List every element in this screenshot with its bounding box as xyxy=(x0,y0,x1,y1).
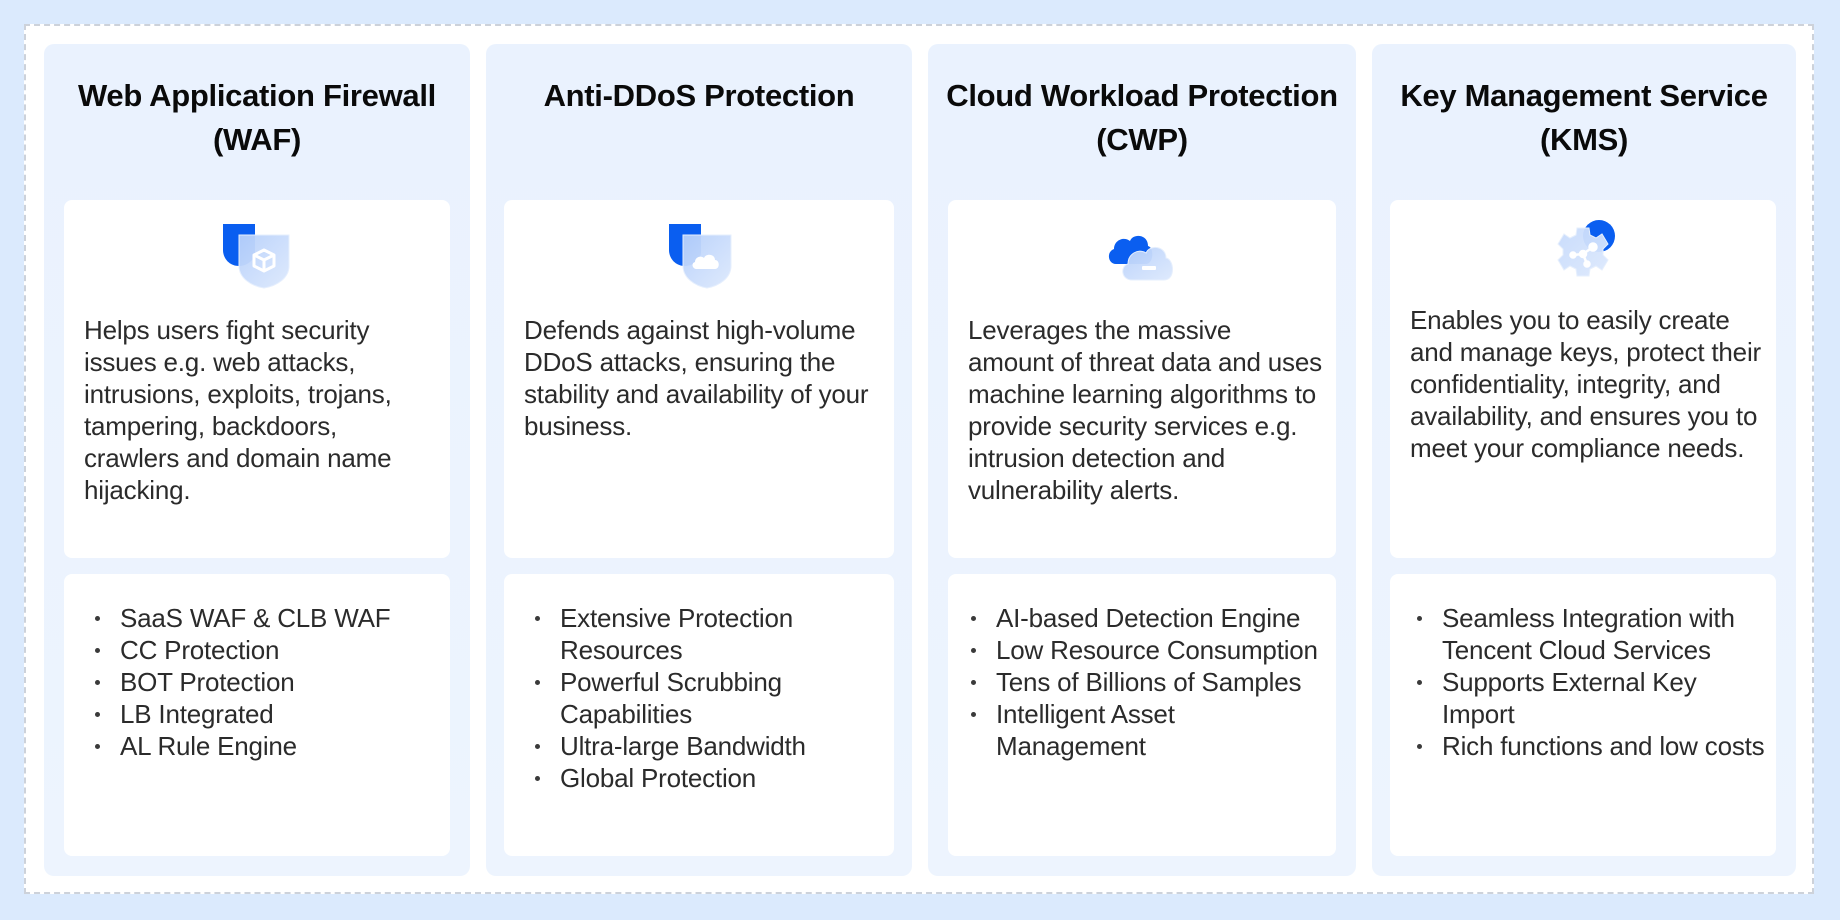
bullet-icon xyxy=(971,648,976,653)
product-description: Defends against high-volume DDoS attacks… xyxy=(524,315,869,441)
bullet-icon xyxy=(95,712,100,717)
product-description: Enables you to easily create and manage … xyxy=(1410,305,1761,463)
feature-item: LB Integrated xyxy=(84,698,442,730)
feature-item: Supports External Key Import xyxy=(1406,666,1768,730)
product-column-cwp: Cloud Workload Protection (CWP) Leverage… xyxy=(928,44,1356,876)
bullet-icon xyxy=(535,776,540,781)
product-title: Key Management Service (KMS) xyxy=(1400,78,1768,157)
feature-item: CC Protection xyxy=(84,634,442,666)
gear-share-icon xyxy=(1547,218,1619,286)
bullet-icon xyxy=(971,680,976,685)
bullet-icon xyxy=(535,680,540,685)
feature-item: Powerful Scrubbing Capabilities xyxy=(524,666,886,730)
feature-list: AI-based Detection Engine Low Resource C… xyxy=(960,602,1328,762)
feature-item: Intelligent Asset Management xyxy=(960,698,1328,762)
product-description-card: Enables you to easily create and manage … xyxy=(1390,200,1776,558)
feature-list: SaaS WAF & CLB WAF CC Protection BOT Pro… xyxy=(84,602,442,762)
feature-item: Rich functions and low costs xyxy=(1406,730,1768,762)
feature-item: Extensive Protection Resources xyxy=(524,602,886,666)
bullet-icon xyxy=(1417,680,1422,685)
shield-cloud-icon xyxy=(663,222,735,290)
bullet-icon xyxy=(535,616,540,621)
bullet-icon xyxy=(971,616,976,621)
bullet-icon xyxy=(535,744,540,749)
product-column-kms: Key Management Service (KMS) xyxy=(1372,44,1796,876)
product-description-card: Helps users fight security issues e.g. w… xyxy=(64,200,450,558)
bullet-icon xyxy=(95,648,100,653)
bullet-icon xyxy=(95,616,100,621)
product-description-card: Defends against high-volume DDoS attacks… xyxy=(504,200,894,558)
feature-item: Ultra-large Bandwidth xyxy=(524,730,886,762)
product-features-card: SaaS WAF & CLB WAF CC Protection BOT Pro… xyxy=(64,574,450,856)
product-features-card: Extensive Protection Resources Powerful … xyxy=(504,574,894,856)
bullet-icon xyxy=(95,680,100,685)
feature-list: Seamless Integration with Tencent Cloud … xyxy=(1406,602,1768,762)
bullet-icon xyxy=(95,744,100,749)
product-title: Anti-DDoS Protection xyxy=(543,78,855,113)
feature-item: Seamless Integration with Tencent Cloud … xyxy=(1406,602,1768,666)
feature-item: Global Protection xyxy=(524,762,886,794)
feature-item: Low Resource Consumption xyxy=(960,634,1328,666)
feature-list: Extensive Protection Resources Powerful … xyxy=(524,602,886,794)
shield-cube-icon xyxy=(221,222,293,290)
feature-item: AI-based Detection Engine xyxy=(960,602,1328,634)
bullet-icon xyxy=(971,712,976,717)
product-column-anti-ddos: Anti-DDoS Protection Defends against hig… xyxy=(486,44,912,876)
product-title: Cloud Workload Protection (CWP) xyxy=(946,78,1338,157)
product-column-waf: Web Application Firewall (WAF) Helps use… xyxy=(44,44,470,876)
feature-item: Tens of Billions of Samples xyxy=(960,666,1328,698)
product-features-card: Seamless Integration with Tencent Cloud … xyxy=(1390,574,1776,856)
product-features-card: AI-based Detection Engine Low Resource C… xyxy=(948,574,1336,856)
cloud-minus-icon xyxy=(1106,222,1178,290)
feature-item: AL Rule Engine xyxy=(84,730,442,762)
feature-item: BOT Protection xyxy=(84,666,442,698)
bullet-icon xyxy=(1417,744,1422,749)
feature-item: SaaS WAF & CLB WAF xyxy=(84,602,442,634)
product-title: Web Application Firewall (WAF) xyxy=(78,78,436,157)
product-description-card: Leverages the massive amount of threat d… xyxy=(948,200,1336,558)
bullet-icon xyxy=(1417,616,1422,621)
product-description: Leverages the massive amount of threat d… xyxy=(968,315,1322,505)
product-description: Helps users fight security issues e.g. w… xyxy=(84,315,392,505)
